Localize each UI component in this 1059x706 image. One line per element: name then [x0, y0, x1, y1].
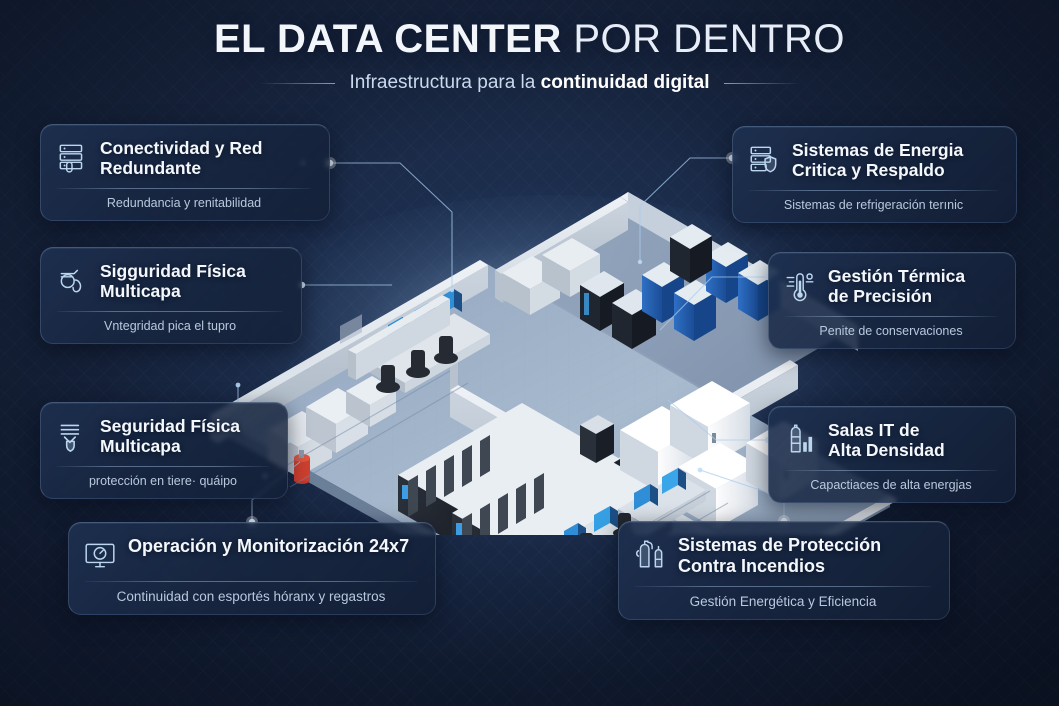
card-header: Sistemas de Protección Contra Incendios — [633, 535, 933, 577]
card-header: Sistemas de Energia Critica y Respaldo — [747, 140, 1000, 181]
card-subtitle: Capactiaces de alta energjas — [810, 477, 972, 492]
card-subtitle: Penite de conservaciones — [819, 323, 963, 338]
card-subtitle: protección en tiere· quáipo — [88, 473, 237, 488]
card-title: Sistemas de Protección Contra Incendios — [678, 535, 882, 577]
card-subtitle: Redundancia y renitabilidad — [106, 195, 262, 210]
card-title: Gestión Térmica de Precisión — [828, 266, 966, 307]
card-divider — [57, 310, 283, 312]
card-title: Sigguridad Física Multicapa — [100, 261, 246, 302]
header: EL DATA CENTER POR DENTRO Infraestructur… — [0, 18, 1059, 94]
subtitle-rule-left — [259, 82, 336, 84]
card-title: Seguridad Física Multicapa — [100, 416, 241, 457]
rack-bars-icon — [783, 422, 817, 456]
card-subtitle: Vntegridad pica el tupro — [103, 318, 237, 333]
monitor-gauge-icon — [83, 538, 117, 572]
card-subtitle-part-2: y regastros — [314, 589, 386, 604]
card-divider — [85, 581, 417, 582]
card-proteccion-contra-incendios[interactable]: Sistemas de Protección Contra Incendios … — [618, 521, 950, 621]
card-operacion-monitorizacion[interactable]: Operación y Monitorización 24x7 Continui… — [68, 522, 436, 615]
server-shield-icon — [747, 142, 781, 176]
card-divider — [785, 315, 997, 317]
card-divider — [785, 469, 997, 471]
card-seguridad-fisica-multicapa[interactable]: Seguridad Física Multicapa protección en… — [40, 402, 288, 499]
card-subtitle-part-1: Continuidad con — [116, 589, 218, 604]
card-sigguridad-fisica-multicapa[interactable]: Sigguridad Física Multicapa Vntegridad p… — [40, 247, 302, 344]
shield-layers-icon — [55, 418, 89, 452]
fingerprint-access-icon — [55, 263, 89, 297]
card-header: Seguridad Física Multicapa — [55, 416, 271, 457]
subtitle-bold: continuidad digital — [540, 72, 710, 93]
subtitle-normal: Infraestructura para la — [349, 72, 541, 93]
card-subtitle: Sistemas de refrigeración terınic — [783, 197, 964, 212]
fire-extinguisher-icon — [633, 537, 667, 571]
card-divider — [57, 187, 311, 189]
card-subtitle-bold: esportés hóranx — [217, 589, 315, 604]
card-header: Salas IT de Alta Densidad — [783, 420, 999, 461]
server-rack-icon — [55, 140, 89, 174]
card-header: Sigguridad Física Multicapa — [55, 261, 285, 302]
card-title: Salas IT de Alta Densidad — [828, 420, 945, 461]
subtitle-rule-right — [723, 82, 800, 84]
card-header: Gestión Térmica de Precisión — [783, 266, 999, 307]
card-divider — [635, 586, 931, 588]
page-title-light: POR DENTRO — [561, 17, 846, 61]
card-header: Operación y Monitorización 24x7 — [83, 536, 419, 572]
subtitle-row: Infraestructura para la continuidad digi… — [0, 72, 1059, 94]
page-title-bold: EL DATA CENTER — [213, 17, 562, 61]
page-subtitle: Infraestructura para la continuidad digi… — [349, 72, 709, 94]
page-title: EL DATA CENTER POR DENTRO — [0, 18, 1059, 60]
card-energia-critica-respaldo[interactable]: Sistemas de Energia Critica y Respaldo S… — [732, 126, 1017, 223]
card-title: Operación y Monitorización 24x7 — [128, 536, 410, 556]
card-title: Conectividad y Red Redundante — [100, 138, 263, 179]
card-gestion-termica-precision[interactable]: Gestión Térmica de Precisión Penite de c… — [768, 252, 1016, 349]
card-salas-it-alta-densidad[interactable]: Salas IT de Alta Densidad Capactiaces de… — [768, 406, 1016, 503]
card-subtitle: Gestión Energética y Eficiencia — [689, 594, 877, 610]
card-header: Conectividad y Red Redundante — [55, 138, 313, 179]
thermometer-icon — [783, 268, 817, 302]
card-divider — [57, 465, 269, 467]
card-title: Sistemas de Energia Critica y Respaldo — [792, 140, 964, 181]
card-subtitle: Continuidad con esportés hóranx y regast… — [83, 589, 419, 604]
card-conectividad-red-redundante[interactable]: Conectividad y Red Redundante Redundanci… — [40, 124, 330, 221]
card-divider — [749, 189, 998, 191]
